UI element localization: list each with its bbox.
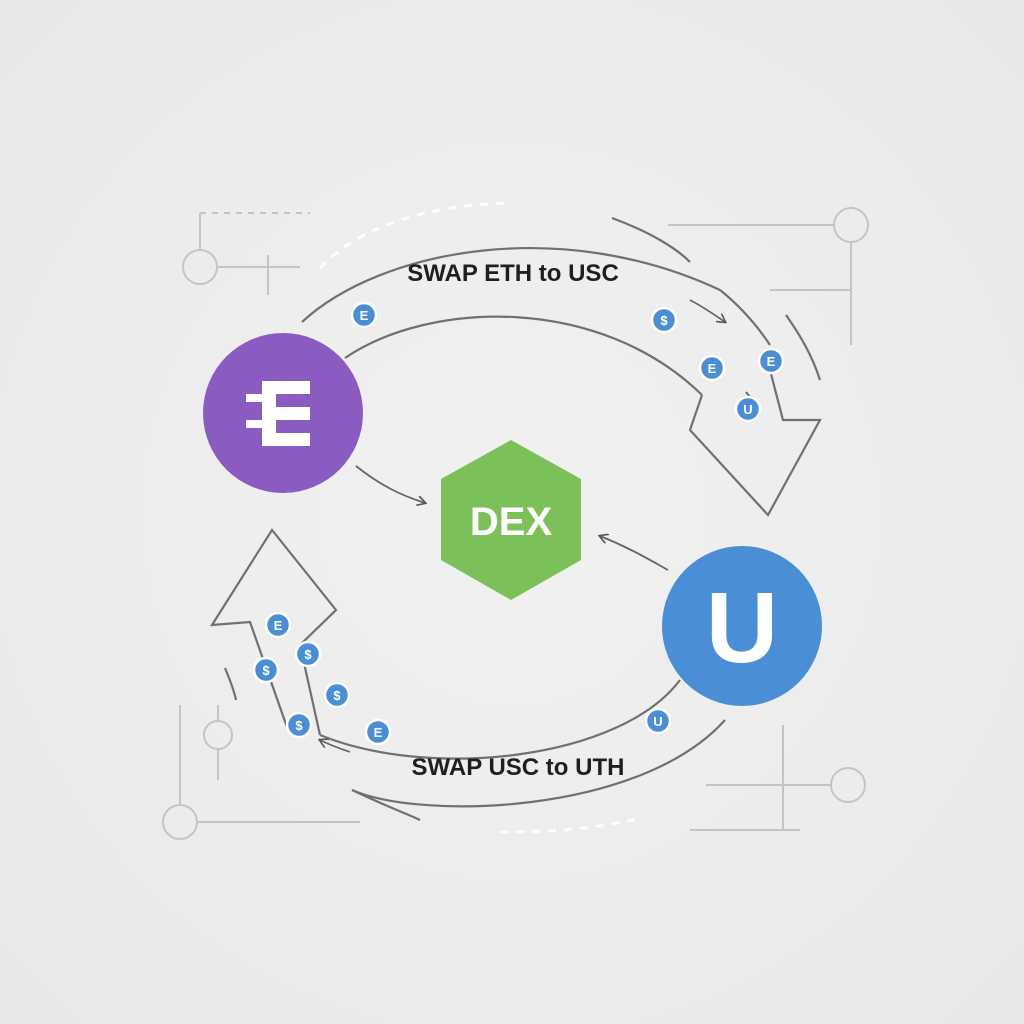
- coin-top-4: E: [757, 347, 785, 375]
- dex-label: DEX: [470, 500, 553, 544]
- circuit-decoration-bottom-right: [690, 725, 866, 831]
- coin-bottom-1: E: [264, 611, 292, 639]
- svg-text:$: $: [333, 688, 341, 703]
- coin-bottom-6: E: [364, 718, 392, 746]
- coin-bottom-5: $: [285, 711, 313, 739]
- dex-node: DEX: [441, 440, 581, 600]
- circuit-decoration-top-right: [668, 207, 869, 345]
- svg-text:E: E: [374, 725, 383, 740]
- eth-glyph-icon: [246, 381, 310, 446]
- coin-top-5: U: [734, 395, 762, 423]
- coin-top-3: E: [698, 354, 726, 382]
- usc-to-dex-arrow: [600, 536, 669, 571]
- top-small-arrow: [689, 299, 725, 322]
- svg-text:U: U: [653, 714, 662, 729]
- svg-text:U: U: [743, 402, 752, 417]
- bottom-small-arrow: [320, 740, 351, 753]
- usc-node-circle: [662, 546, 822, 706]
- coin-top-1: E: [350, 301, 378, 329]
- usc-node-glyph: U: [706, 572, 778, 684]
- dex-hexagon: [441, 440, 581, 600]
- top-swap-label: SWAP ETH to USC: [407, 260, 619, 287]
- coin-bottom-3: $: [252, 656, 280, 684]
- circuit-decoration-bottom-left: [162, 705, 360, 840]
- svg-text:E: E: [767, 354, 776, 369]
- bottom-arc-dashed-decoration: [499, 816, 641, 834]
- bottom-swap-label: SWAP USC to UTH: [412, 754, 625, 781]
- coin-bottom-4: $: [323, 681, 351, 709]
- svg-text:E: E: [708, 361, 717, 376]
- svg-text:$: $: [304, 647, 312, 662]
- svg-text:$: $: [660, 313, 668, 328]
- circuit-decoration-top-left: [182, 212, 310, 295]
- top-arc-dashed-decoration: [318, 201, 511, 270]
- coin-bottom-7: U: [644, 707, 672, 735]
- svg-text:E: E: [274, 618, 283, 633]
- svg-text:$: $: [262, 663, 270, 678]
- usc-node: U: [662, 546, 822, 706]
- eth-node: [203, 333, 363, 493]
- coin-bottom-2: $: [294, 640, 322, 668]
- svg-text:E: E: [360, 308, 369, 323]
- svg-text:$: $: [295, 718, 303, 733]
- coin-top-2: $: [650, 306, 678, 334]
- eth-to-dex-arrow: [355, 465, 425, 503]
